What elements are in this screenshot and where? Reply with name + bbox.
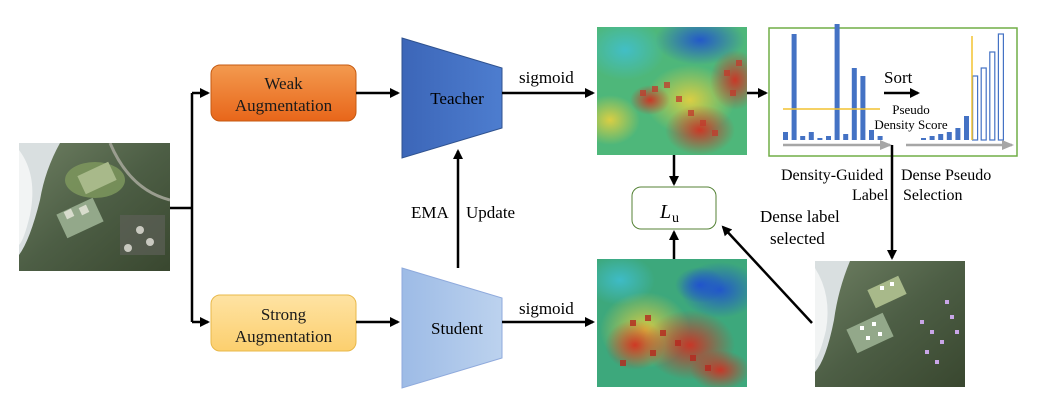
strong-aug-line1: Strong xyxy=(261,305,307,324)
input-aerial-image xyxy=(19,143,170,271)
sorted-bar xyxy=(971,75,979,141)
sorted-bar xyxy=(964,116,969,140)
strong-aug-line2: Augmentation xyxy=(235,327,333,346)
sorted-bar xyxy=(929,136,935,140)
sorted-bar xyxy=(997,33,1005,141)
teacher-label: Teacher xyxy=(430,89,484,108)
loss-subscript: u xyxy=(672,211,679,226)
flow-arrows xyxy=(170,88,897,327)
unsorted-bar xyxy=(817,138,823,140)
selected-pseudo-label-image xyxy=(815,261,965,387)
unsorted-bar xyxy=(851,68,857,140)
loss-symbol: L xyxy=(659,201,671,223)
sorted-density-bars xyxy=(921,33,1005,141)
unsupervised-loss-box: L u xyxy=(631,186,717,230)
weak-aug-line1: Weak xyxy=(264,74,303,93)
unsorted-bar xyxy=(826,136,831,140)
pseudo-label: Pseudo xyxy=(892,102,930,117)
unsorted-bar xyxy=(800,136,806,140)
unsorted-bar xyxy=(869,130,874,140)
sort-label: Sort xyxy=(884,68,913,87)
unsorted-bar xyxy=(791,34,797,140)
ema-label: EMA xyxy=(411,203,450,222)
caption-dense-pseudo: Dense Pseudo xyxy=(901,167,991,184)
unsorted-bar xyxy=(783,132,788,140)
weak-augmentation-box: Weak Augmentation xyxy=(210,64,357,122)
student-density-heatmap xyxy=(597,259,747,387)
sorted-bar xyxy=(980,67,987,141)
weak-aug-line2: Augmentation xyxy=(235,96,333,115)
dense-label-line2: selected xyxy=(770,229,825,248)
unsorted-bar xyxy=(877,136,883,140)
teacher-network: Teacher xyxy=(401,37,503,159)
density-score-label: Density Score xyxy=(874,117,948,132)
strong-augmentation-box: Strong Augmentation xyxy=(210,294,357,352)
sorted-bar xyxy=(946,132,952,140)
sorted-bar xyxy=(955,128,961,140)
sorted-bar xyxy=(989,51,996,141)
density-selection-panel: Sort Pseudo Density Score xyxy=(768,24,1018,157)
unsorted-density-bars xyxy=(783,24,883,140)
student-label: Student xyxy=(431,319,483,338)
student-network: Student xyxy=(401,267,503,389)
caption-label: Label xyxy=(852,187,889,204)
unsorted-bar xyxy=(834,24,840,140)
update-label: Update xyxy=(466,203,515,222)
caption-density-guided: Density-Guided xyxy=(781,167,883,184)
teacher-density-heatmap xyxy=(597,27,747,155)
caption-selection: Selection xyxy=(903,187,963,204)
sigmoid-bottom-label: sigmoid xyxy=(519,299,574,318)
sorted-bar xyxy=(938,134,944,140)
unsorted-bar xyxy=(860,76,866,140)
dense-label-line1: Dense label xyxy=(760,207,840,226)
unsorted-bar xyxy=(843,134,849,140)
sigmoid-top-label: sigmoid xyxy=(519,68,574,87)
unsorted-bar xyxy=(808,132,814,140)
sorted-bar xyxy=(921,138,926,140)
